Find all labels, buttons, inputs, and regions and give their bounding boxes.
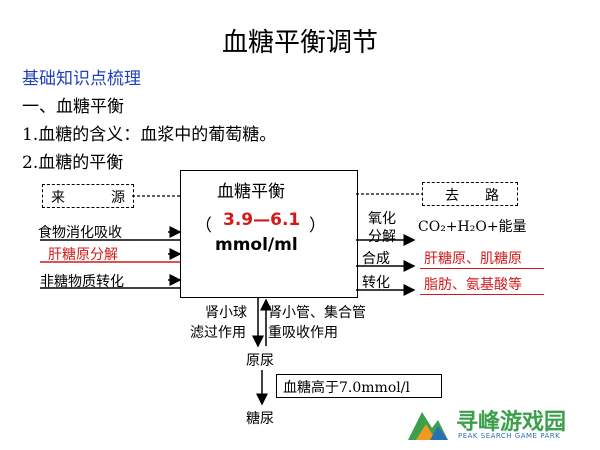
point-blood-sugar-balance: 一、血糖平衡 xyxy=(22,97,124,117)
watermark-name: 寻峰游戏园 xyxy=(456,410,567,435)
dest-label-left: 去 xyxy=(445,188,459,204)
arrow-label-decomposition: 分解 xyxy=(368,229,396,245)
blood-sugar-unit: mmol/ml xyxy=(215,235,298,255)
source-label-right: 源 xyxy=(111,190,125,206)
dest-label-right: 路 xyxy=(485,188,499,204)
center-paren-close: ） xyxy=(309,216,326,236)
kidney-tubule: 肾小管、集合管 xyxy=(268,305,366,321)
center-title: 血糖平衡 xyxy=(217,182,285,202)
kidney-reabsorption: 重吸收作用 xyxy=(268,325,338,341)
source-label-left: 来 xyxy=(51,190,65,206)
kidney-glomerulus: 肾小球 xyxy=(205,305,247,321)
product-co2-water-energy: CO₂+H₂O+能量 xyxy=(418,219,527,235)
source-glycogen-breakdown: 肝糖原分解 xyxy=(48,247,118,263)
center-paren-open: （ xyxy=(195,216,212,236)
mountain-icon xyxy=(408,412,448,440)
condition-box: 血糖高于7.0mmol/l xyxy=(276,374,442,398)
arrow-label-synthesis: 合成 xyxy=(362,251,390,267)
product-glycogen: 肝糖原、肌糖原 xyxy=(424,251,522,267)
source-non-sugar-conversion: 非糖物质转化 xyxy=(40,274,124,290)
dest-label-box: 去 路 xyxy=(422,182,518,206)
point-balance: 2.血糖的平衡 xyxy=(22,153,124,173)
product-glycogen-underline xyxy=(420,268,544,269)
page-title: 血糖平衡调节 xyxy=(221,28,378,58)
section-heading: 基础知识点梳理 xyxy=(22,69,141,89)
condition-text: 血糖高于7.0mmol/l xyxy=(283,380,410,396)
arrow-label-conversion: 转化 xyxy=(362,275,390,291)
blood-sugar-balance-box: 血糖平衡 （ 3.9—6.1 ） mmol/ml xyxy=(180,170,358,298)
watermark-sub: PEAK SEARCH GAME PARK xyxy=(458,432,561,440)
primary-urine: 原尿 xyxy=(246,353,274,369)
source-food-digestion: 食物消化吸收 xyxy=(38,225,122,241)
blood-sugar-range: 3.9—6.1 xyxy=(223,210,301,230)
kidney-filtration: 滤过作用 xyxy=(190,325,246,341)
product-fat-amino-acids: 脂肪、氨基酸等 xyxy=(424,277,522,293)
product-fat-underline xyxy=(420,294,544,295)
glycosuria: 糖尿 xyxy=(246,411,274,427)
point-definition: 1.血糖的含义：血浆中的葡萄糖。 xyxy=(22,125,277,145)
arrow-label-oxidation: 氧化 xyxy=(368,211,396,227)
